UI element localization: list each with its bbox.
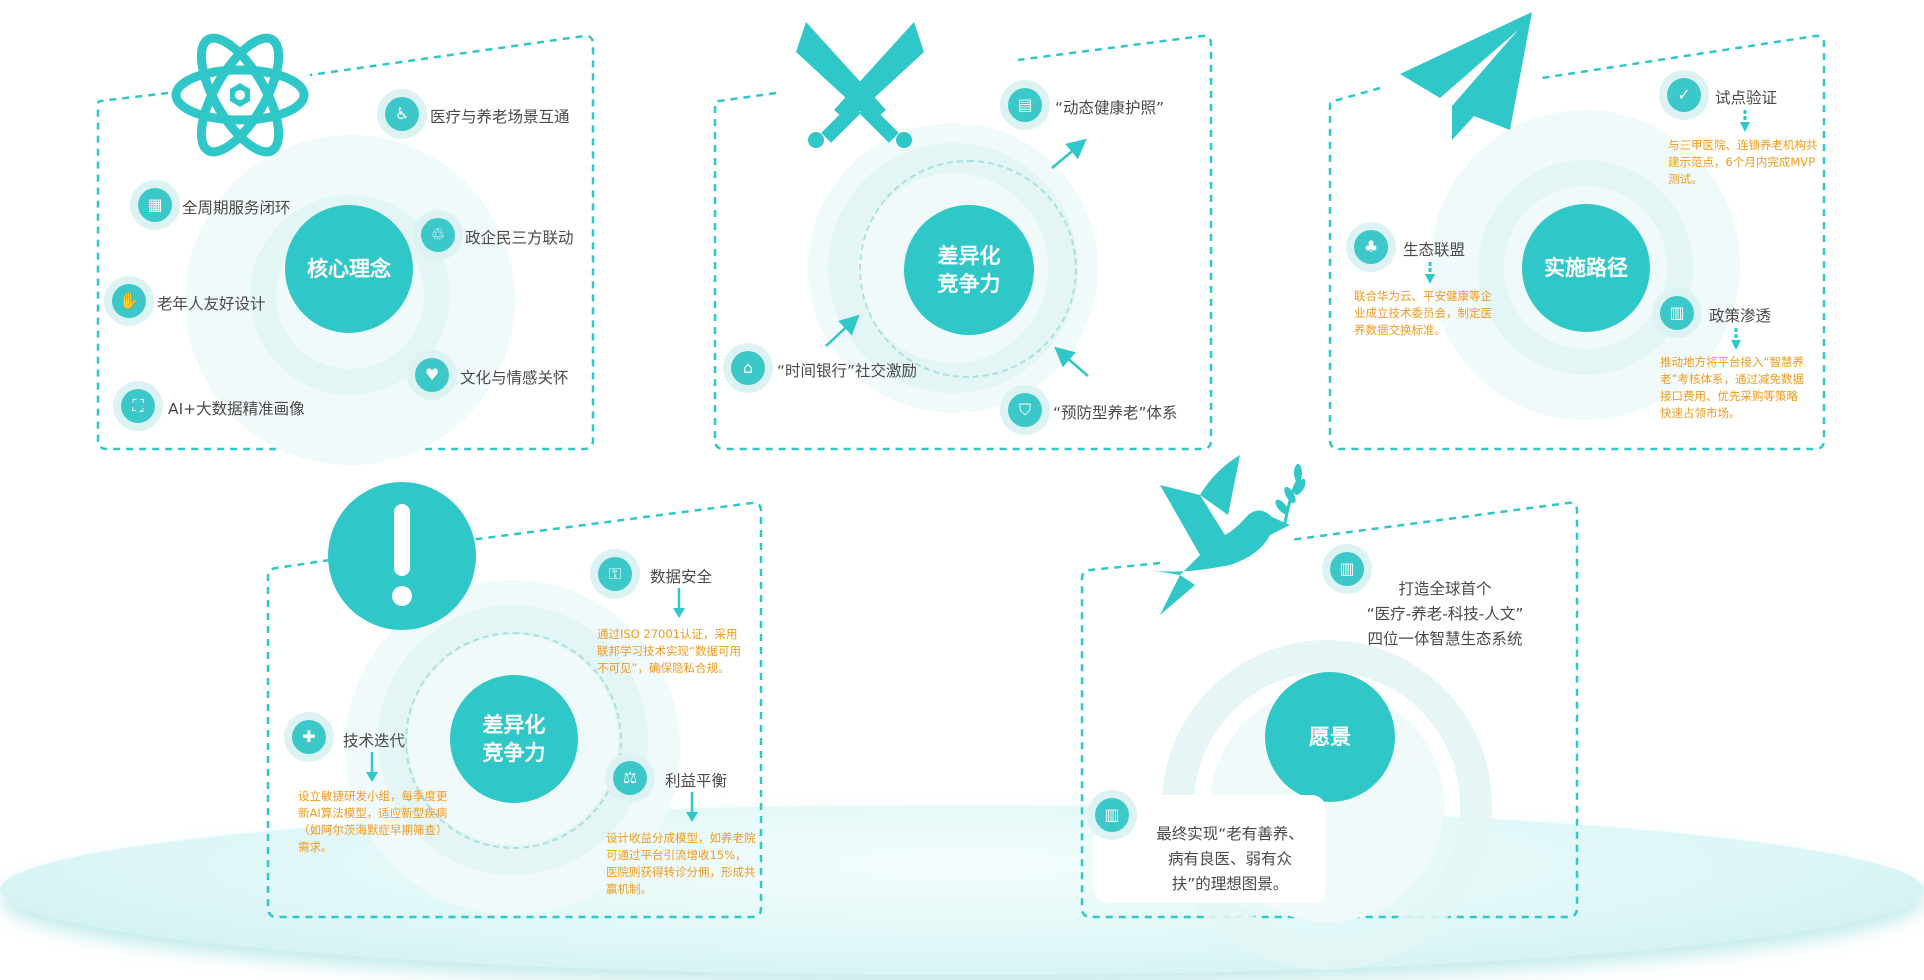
p3-item-1: 试点验证 [1715,89,1778,107]
p4-desc-3: 设计收益分成模型，如养老院可通过平台引流增收15%，医院则获得转诊分佣，形成共赢… [606,831,756,896]
p1-item-6: AI+大数据精准画像 [168,400,305,418]
p3-desc-3: 推动地方将平台接入“智慧养老”考核体系，通过减免数据接口费用、优先采购等策略快速… [1660,355,1804,420]
p5-top-line3: 四位一体智慧生态系统 [1367,630,1523,648]
p2-item-1: “动态健康护照” [1055,99,1165,117]
puzzle-icon: ✚ [284,712,334,762]
dove-icon [1150,455,1305,615]
panel3-core: 实施路径 [1522,204,1650,332]
face-scan-icon: ⛶ [113,381,163,431]
passport-icon: ▤ [1000,80,1050,130]
p3-arrow-1 [1740,110,1750,132]
panel4-title-line2: 竞争力 [482,741,546,765]
p5-top-text: 打造全球首个 “医疗-养老-科技-人文” 四位一体智慧生态系统 [1335,577,1555,652]
p5-bottom-line3: 扶”的理想图景。 [1171,875,1289,893]
p5-bottom-line1: 最终实现“老有善养、 [1156,825,1304,843]
p5-bottom-line2: 病有良医、弱有众 [1167,850,1292,868]
p3-desc-1: 与三甲医院、连锁养老机构共建示范点，6个月内完成MVP测试。 [1668,138,1818,186]
exclamation-icon [328,482,476,630]
p1-item-2: 全周期服务闭环 [182,199,291,217]
atom-icon [171,33,309,157]
open-book-icon: ▥ [1322,544,1372,594]
base-platform [0,805,1924,975]
p3-desc-2: 联合华为云、平安健康等企业成立技术委员会，制定医养数据交换标准。 [1354,289,1492,337]
elder-cane-icon: ♿ [377,89,427,139]
p4-item-2: 技术迭代 [343,732,406,750]
calendar-icon: ▦ [130,180,180,230]
p4-arrow-1 [673,588,685,618]
p1-item-5: 文化与情感关怀 [460,369,569,387]
lock-icon: ⚿ [590,549,640,599]
panel2-dashed-ring [859,160,1077,378]
book-icon: ▥ [1652,288,1702,338]
p2-item-2: “时间银行”社交激励 [777,362,918,380]
scale-icon: ⚖ [605,753,655,803]
p3-item-3: 政策渗透 [1709,307,1772,325]
crossed-swords-icon [796,22,924,148]
p5-top-line1: 打造全球首个 [1398,580,1492,598]
p4-arrow-2 [366,752,378,782]
panel4-dashed-ring [405,632,622,849]
panel5-title: 愿景 [1309,724,1351,749]
p4-item-3: 利益平衡 [665,772,728,790]
p1-item-1: 医疗与养老场景互通 [430,108,570,126]
panel4-core: 差异化竞争力 [450,675,578,803]
panel3-title: 实施路径 [1544,255,1628,280]
recycle-icon: ♲ [413,210,463,260]
shield-check-icon: ✓ [1659,70,1709,120]
p4-desc-2: 设立敏捷研发小组，每季度更新AI算法模型，适应新型疾病（如阿尔茨海默症早期筛查）… [298,789,448,854]
open-book-icon-2: ▥ [1087,790,1137,840]
p2-item-3: “预防型养老”体系 [1053,404,1178,422]
p2-arrows [825,138,1089,377]
panel2-core: 差异化竞争力 [904,205,1034,335]
p5-bottom-text: 最终实现“老有善养、 病有良医、弱有众 扶”的理想图景。 [1130,822,1330,897]
bank-icon: ⌂ [723,343,773,393]
p4-arrow-3 [686,792,698,822]
panel1-core: 核心理念 [285,205,413,333]
p4-desc-1: 通过ISO 27001认证，采用联邦学习技术实现“数据可用不可见”，确保隐私合规… [597,627,741,675]
p5-top-line2: “医疗-养老-科技-人文” [1366,605,1524,623]
p1-item-3: 政企民三方联动 [465,229,574,247]
shield-icon: ⛉ [1000,385,1050,435]
p3-arrow-2 [1425,262,1435,284]
panel5-core: 愿景 [1265,672,1395,802]
panel1-title: 核心理念 [307,256,391,281]
p3-item-2: 生态联盟 [1403,241,1466,259]
panel4-title-line1: 差异化 [482,712,546,737]
trees-icon: ♣ [1346,222,1396,272]
p1-item-4: 老年人友好设计 [157,295,266,313]
p4-item-1: 数据安全 [650,568,713,586]
panel2-title-line2: 竞争力 [937,272,1001,296]
heart-icon: ♥ [407,350,457,400]
p3-arrow-3 [1731,328,1741,350]
handshake-icon: ✋ [104,276,154,326]
panel2-title-line1: 差异化 [937,243,1001,268]
paper-plane-icon [1400,12,1532,140]
